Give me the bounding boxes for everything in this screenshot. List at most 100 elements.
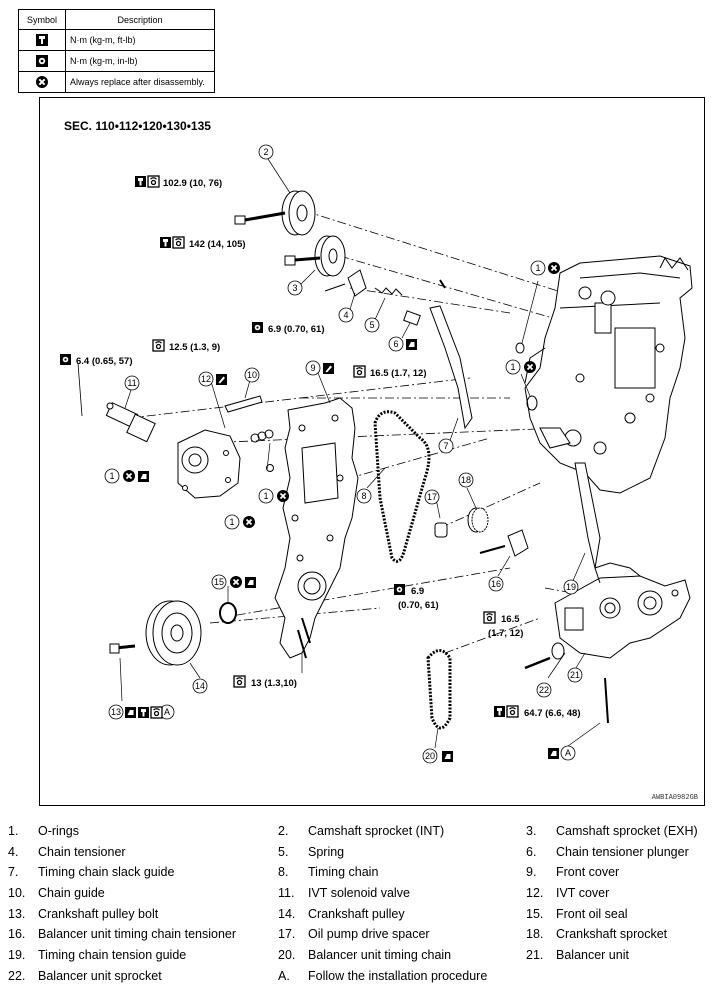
section-title: SEC. 110•112•120•130•135 bbox=[64, 119, 211, 133]
legend-num: 22. bbox=[8, 968, 26, 983]
callout-1c: 1 bbox=[109, 471, 114, 481]
torque-label-8a: 16.5 bbox=[501, 614, 520, 625]
legend-num: 16. bbox=[8, 927, 26, 942]
legend-text: Follow the installation procedure bbox=[308, 968, 488, 983]
symbol-desc-in-lb: N·m (kg-m, in-lb) bbox=[65, 50, 215, 72]
callout-4: 4 bbox=[343, 310, 348, 320]
torque-label-7b: (0.70, 61) bbox=[398, 600, 439, 611]
callout-9: 9 bbox=[310, 363, 315, 373]
legend-num: 17. bbox=[278, 927, 296, 942]
legend-text: Crankshaft pulley bolt bbox=[38, 906, 159, 921]
legend-num: 15. bbox=[526, 906, 544, 921]
torque-in-lb-icon bbox=[36, 55, 48, 67]
legend-text: Balancer unit sprocket bbox=[38, 968, 162, 983]
legend-text: Balancer unit timing chain tensioner bbox=[38, 927, 237, 942]
callout-18: 18 bbox=[461, 475, 471, 485]
callout-20: 20 bbox=[425, 751, 435, 761]
callout-3: 3 bbox=[292, 283, 297, 293]
callout-15: 15 bbox=[214, 577, 224, 587]
legend-num: 21. bbox=[526, 948, 544, 963]
legend-num: 14. bbox=[278, 906, 296, 921]
symbol-header: Symbol bbox=[18, 9, 66, 30]
callout-12: 12 bbox=[201, 374, 211, 384]
legend-text: Camshaft sprocket (INT) bbox=[308, 824, 445, 838]
legend-text: O-rings bbox=[38, 824, 79, 838]
legend-row: 1. O-rings 2. Camshaft sprocket (INT) 3. Ca… bbox=[8, 824, 708, 845]
legend-text: Chain tensioner bbox=[38, 844, 126, 859]
torque-label-10: 64.7 (6.6, 48) bbox=[524, 708, 581, 719]
torque-ft-lb-icon bbox=[36, 34, 48, 46]
always-replace-icon bbox=[36, 76, 48, 88]
callout-8: 8 bbox=[361, 491, 366, 501]
reference-code: AWBIA0982GB bbox=[651, 794, 698, 802]
legend-num: 20. bbox=[278, 948, 296, 963]
legend-text: Oil pump drive spacer bbox=[308, 927, 430, 942]
legend-num: 9. bbox=[526, 865, 537, 880]
exploded-diagram: SEC. 110•112•120•130•135 bbox=[39, 97, 705, 806]
legend-num: 7. bbox=[8, 865, 19, 880]
legend-text: Crankshaft pulley bbox=[308, 906, 405, 921]
legend-row: 19.Timing chain tension guide 20.Balance… bbox=[8, 948, 708, 969]
legend-text: IVT solenoid valve bbox=[308, 886, 410, 901]
callout-1d: 1 bbox=[263, 491, 268, 501]
legend-num: 11. bbox=[278, 886, 295, 901]
legend-row: 10.Chain guide 11.IVT solenoid valve 12.… bbox=[8, 886, 708, 907]
torque-label-6: 16.5 (1.7, 12) bbox=[370, 368, 427, 379]
torque-label-3: 6.9 (0.70, 61) bbox=[268, 324, 325, 335]
legend-row: 7.Timing chain slack guide 8.Timing chai… bbox=[8, 865, 708, 886]
legend-text: Front cover bbox=[556, 865, 620, 880]
torque-label-4: 12.5 (1.3, 9) bbox=[169, 342, 220, 353]
front-oil-seal-shape bbox=[219, 602, 237, 624]
timing-chain-shape bbox=[373, 410, 431, 563]
callout-1b: 1 bbox=[510, 362, 515, 372]
symbol-desc-ft-lb: N·m (kg-m, ft-lb) bbox=[65, 29, 215, 51]
torque-label-1: 102.9 (10, 76) bbox=[163, 178, 222, 189]
callout-16: 16 bbox=[491, 579, 501, 589]
legend-num: 12. bbox=[526, 886, 544, 901]
description-header: Description bbox=[65, 9, 215, 30]
legend-num: 18. bbox=[526, 927, 544, 942]
tension-guide-shape bbox=[574, 462, 601, 569]
leader-lines bbox=[119, 158, 601, 749]
legend-text: Crankshaft sprocket bbox=[556, 927, 668, 942]
legend-num: 2. bbox=[278, 824, 289, 838]
legend-num: 10. bbox=[8, 886, 26, 901]
torque-label-8b: (1.7, 12) bbox=[488, 628, 523, 639]
callout-19: 19 bbox=[566, 582, 576, 592]
torque-label-9: 13 (1.3,10) bbox=[251, 678, 297, 689]
legend-text: Balancer unit bbox=[556, 948, 629, 963]
legend-row: 16.Balancer unit timing chain tensioner … bbox=[8, 927, 708, 948]
balancer-unit-shape bbox=[554, 562, 691, 659]
legend-text: Balancer unit timing chain bbox=[308, 948, 452, 963]
o-rings-shapes bbox=[250, 342, 538, 472]
balancer-tensioner-shape bbox=[479, 529, 529, 557]
symbol-desc-replace: Always replace after disassembly. bbox=[65, 71, 215, 93]
legend-text: Timing chain bbox=[308, 865, 379, 880]
legend-num: A. bbox=[278, 968, 290, 983]
legend-row: 13. Crankshaft pulley bolt 14. Crankshaft … bbox=[8, 907, 708, 928]
slack-guide-shape bbox=[429, 305, 473, 430]
callout-5: 5 bbox=[369, 320, 374, 330]
crankshaft-pulley-shape bbox=[109, 600, 202, 666]
legend-row: 4.Chain tensioner 5.Spring 6.Chain tensi… bbox=[8, 845, 708, 866]
callout-a-1: A bbox=[164, 707, 170, 717]
legend-num: 5. bbox=[278, 844, 289, 859]
engine-block bbox=[524, 255, 693, 494]
symbol-table: Symbol Description N·m (kg-m, ft-lb) N·m… bbox=[18, 9, 215, 93]
ivt-cover-shape bbox=[177, 429, 241, 499]
legend-text: Camshaft sprocket (EXH) bbox=[556, 824, 698, 838]
callout-1e: 1 bbox=[229, 517, 234, 527]
legend-num: 6. bbox=[526, 844, 537, 859]
legend-text: Timing chain slack guide bbox=[38, 865, 175, 880]
callouts: 2 3 4 5 6 7 8 9 10 11 12 13 14 15 16 17 … bbox=[104, 144, 583, 764]
legend-text: Spring bbox=[308, 844, 345, 859]
callout-11: 11 bbox=[127, 378, 136, 388]
balancer-sprocket-shape bbox=[297, 279, 609, 724]
callout-13: 13 bbox=[111, 707, 121, 717]
callout-14: 14 bbox=[195, 681, 205, 691]
legend-num: 1. bbox=[8, 824, 19, 838]
chain-guide-shape bbox=[224, 395, 263, 413]
legend-num: 13. bbox=[8, 906, 26, 921]
callout-17: 17 bbox=[427, 492, 437, 502]
legend-num: 3. bbox=[526, 824, 537, 838]
